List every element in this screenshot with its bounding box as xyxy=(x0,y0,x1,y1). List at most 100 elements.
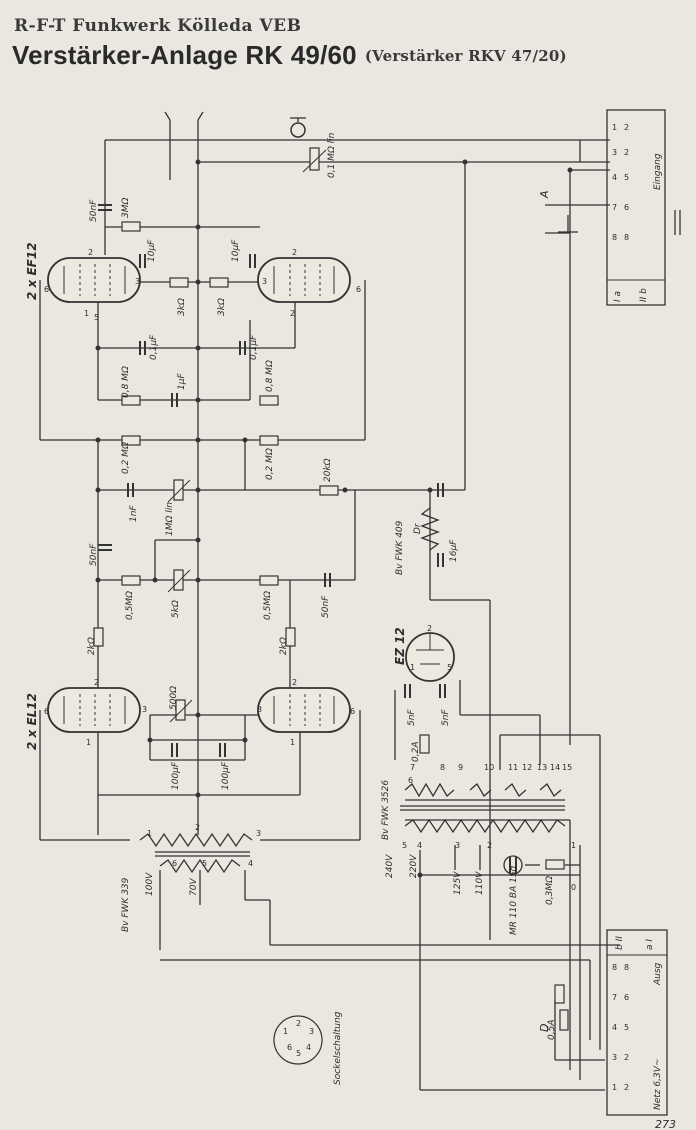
label-tube-el12: 2 x EL12 xyxy=(25,693,39,750)
svg-text:8: 8 xyxy=(440,763,445,772)
svg-text:7: 7 xyxy=(612,203,617,212)
ground-symbols xyxy=(558,210,681,235)
svg-text:5: 5 xyxy=(402,841,407,850)
svg-text:1: 1 xyxy=(571,841,576,850)
svg-text:6: 6 xyxy=(624,993,629,1002)
label-c-1nf: 1nF xyxy=(129,505,139,522)
svg-text:2: 2 xyxy=(292,248,297,257)
label-ausg: Ausg xyxy=(653,962,663,986)
svg-text:6: 6 xyxy=(44,707,49,716)
svg-text:6: 6 xyxy=(44,285,49,294)
svg-text:1: 1 xyxy=(86,738,91,747)
svg-text:1: 1 xyxy=(283,1027,288,1036)
svg-text:6: 6 xyxy=(624,203,629,212)
label-c-50nf-mid: 50nF xyxy=(89,543,99,566)
label-c-50nf-right: 50nF xyxy=(321,595,331,618)
label-pot-5k: 5kΩ xyxy=(171,600,181,618)
svg-text:2: 2 xyxy=(195,823,200,832)
page-title: Verstärker-Anlage RK 49/60 (Verstärker RK… xyxy=(12,40,567,71)
svg-text:8: 8 xyxy=(612,233,617,242)
label-rectifier: MR 110 BA 15d xyxy=(509,865,519,935)
svg-text:2: 2 xyxy=(290,309,295,318)
svg-text:6: 6 xyxy=(408,776,413,785)
label-pot-input: 0,1 MΩ lin xyxy=(327,132,337,178)
svg-text:2: 2 xyxy=(624,1083,629,1092)
svg-text:14: 14 xyxy=(550,763,560,772)
svg-text:13: 13 xyxy=(537,763,547,772)
svg-text:3: 3 xyxy=(612,148,617,157)
svg-text:4: 4 xyxy=(248,859,253,868)
label-connector-a: A xyxy=(538,190,551,199)
label-c-10uf-left: 10μF xyxy=(147,239,157,262)
label-r-05m-right: 0,5MΩ xyxy=(263,591,273,620)
svg-text:5: 5 xyxy=(296,1049,301,1058)
label-c-01uf-left: 0,1μF xyxy=(149,334,159,360)
label-row-bii: b II xyxy=(615,936,625,950)
svg-text:3: 3 xyxy=(142,705,147,714)
label-c-16uf: 16μF xyxy=(449,539,459,562)
label-eingang: Eingang xyxy=(653,153,663,190)
title-subtitle: (Verstärker RKV 47/20) xyxy=(364,47,567,65)
label-r-2k-right: 2kΩ xyxy=(279,637,289,655)
label-socket: Sockelschaltung xyxy=(333,1011,343,1085)
title-text: Verstärker-Anlage RK 49/60 xyxy=(12,40,357,70)
input-jack xyxy=(164,111,306,138)
label-r-08m-right: 0,8 MΩ xyxy=(265,360,275,392)
svg-text:1: 1 xyxy=(612,123,617,132)
svg-text:3: 3 xyxy=(135,277,140,286)
label-r-02m-right: 0,2 MΩ xyxy=(265,448,275,480)
svg-text:8: 8 xyxy=(624,233,629,242)
svg-text:7: 7 xyxy=(410,763,415,772)
svg-text:2: 2 xyxy=(624,123,629,132)
label-v100: 100V xyxy=(145,872,155,896)
svg-text:1: 1 xyxy=(410,663,415,672)
label-c-100uf-right: 100μF xyxy=(221,761,231,790)
svg-text:8: 8 xyxy=(612,963,617,972)
label-choke: Bv FWK 409 xyxy=(395,520,405,575)
label-netz: Netz 6,3V~ xyxy=(653,1059,663,1110)
junctions xyxy=(95,159,573,878)
tube-ef12-right xyxy=(257,257,351,303)
label-c-10uf-right: 10μF xyxy=(231,239,241,262)
label-r-08m-left: 0,8 MΩ xyxy=(121,366,131,398)
svg-text:2: 2 xyxy=(296,1019,301,1028)
svg-text:2: 2 xyxy=(94,678,99,687)
svg-text:3: 3 xyxy=(257,705,262,714)
page-number: 273 xyxy=(655,1118,676,1130)
svg-text:2: 2 xyxy=(292,678,297,687)
tube-el12-left xyxy=(47,687,141,733)
svg-text:1: 1 xyxy=(290,738,295,747)
label-tube-ez12: EZ 12 xyxy=(393,627,407,665)
label-r-3m: 3MΩ xyxy=(121,198,131,218)
svg-text:1: 1 xyxy=(147,829,152,838)
svg-text:5: 5 xyxy=(447,663,452,672)
svg-text:4: 4 xyxy=(612,173,617,182)
label-r-3k-right: 3kΩ xyxy=(217,298,227,316)
svg-text:5: 5 xyxy=(624,173,629,182)
label-choke-dr: Dr xyxy=(413,522,423,534)
svg-text:1: 1 xyxy=(612,1083,617,1092)
label-power-transformer: Bv FWK 3526 xyxy=(381,780,391,840)
svg-text:2: 2 xyxy=(624,148,629,157)
label-v110: 110V xyxy=(475,871,485,895)
label-c-1uf: 1μF xyxy=(177,373,187,390)
label-r-20k: 20kΩ xyxy=(323,458,333,482)
svg-text:15: 15 xyxy=(562,763,572,772)
svg-text:3: 3 xyxy=(309,1027,314,1036)
svg-text:12: 12 xyxy=(522,763,532,772)
svg-text:3: 3 xyxy=(612,1053,617,1062)
svg-text:5: 5 xyxy=(94,313,99,322)
label-r-05m-left: 0,5MΩ xyxy=(125,591,135,620)
svg-text:11: 11 xyxy=(508,763,518,772)
input-connector-a xyxy=(606,109,666,306)
svg-text:4: 4 xyxy=(306,1043,311,1052)
label-v220: 220V xyxy=(409,854,419,878)
label-c-5nf-right: 5nF xyxy=(441,709,451,726)
svg-text:2: 2 xyxy=(427,624,432,633)
label-fuse-05a: 0,5A xyxy=(547,1020,557,1040)
label-row-ia: I a xyxy=(613,291,623,302)
label-c-100uf-left: 100μF xyxy=(171,761,181,790)
